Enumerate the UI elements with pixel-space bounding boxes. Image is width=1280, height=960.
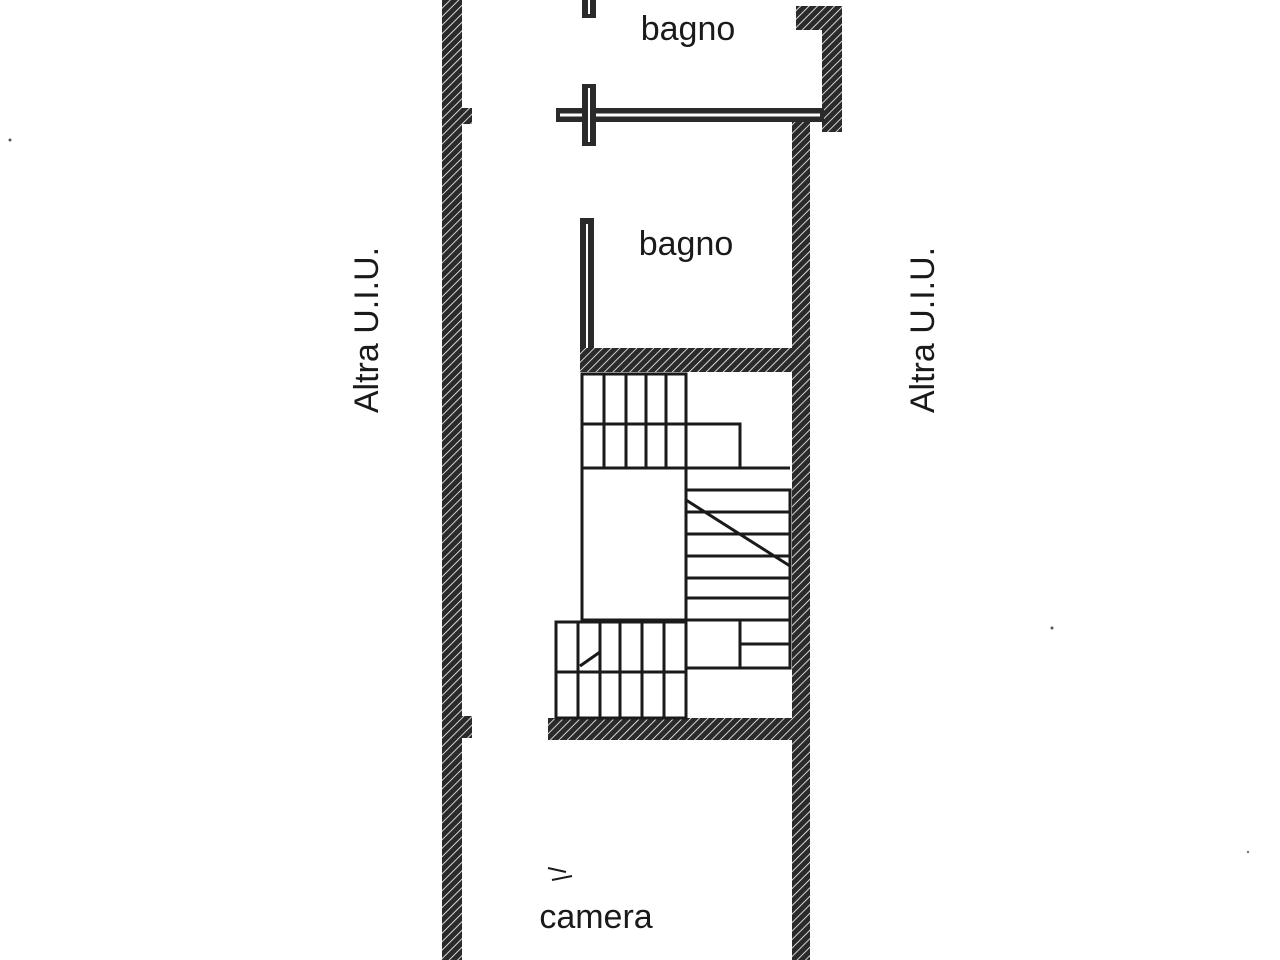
- right-outer-wall: [792, 118, 810, 960]
- room-label-bagno-middle: bagno: [639, 225, 734, 263]
- left-wall-stub-bottom: [442, 716, 472, 738]
- room-label-bagno-top: bagno: [641, 10, 736, 48]
- stair-right-flight-frame: [686, 488, 792, 670]
- stair-top-wall: [580, 348, 808, 372]
- room-label-camera: camera: [539, 898, 652, 936]
- interior-walls: [548, 0, 824, 740]
- stair-landing: [580, 466, 688, 622]
- stair-winder-lower: [684, 622, 740, 670]
- scan-speck: [1246, 850, 1250, 854]
- neighbor-label-right: Altra U.I.U.: [904, 247, 942, 413]
- staircase: [554, 372, 792, 720]
- scan-speck: [8, 138, 12, 142]
- stair-upper-flight: [580, 372, 688, 470]
- stair-bottom-wall: [548, 718, 792, 740]
- neighbor-label-left: Altra U.I.U.: [348, 247, 386, 413]
- stair-break-mark: [579, 650, 601, 668]
- scan-speck: [1050, 626, 1054, 630]
- stair-winder-upper: [684, 374, 790, 470]
- left-outer-wall: [442, 0, 462, 960]
- right-wall-top-segment: [822, 10, 842, 132]
- left-wall-stub-top: [442, 108, 472, 124]
- pencil-mark: [547, 867, 573, 881]
- outer-walls: [442, 0, 842, 960]
- stair-walk-line: [685, 498, 791, 568]
- right-wall-top-notch: [796, 6, 842, 30]
